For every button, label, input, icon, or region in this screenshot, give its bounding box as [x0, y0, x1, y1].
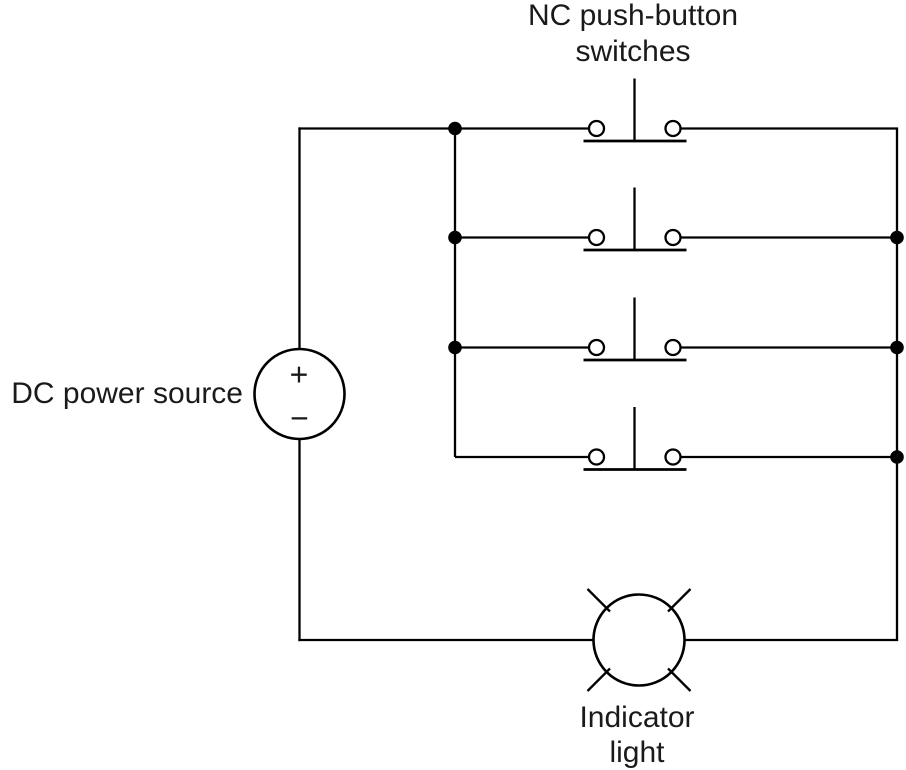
indicator-ray-bottom-right — [667, 667, 692, 692]
switch-contact-right — [664, 338, 682, 357]
switch-contact-left — [587, 338, 606, 357]
switch-contact-right — [664, 448, 682, 466]
plus-terminal-label: + — [290, 357, 309, 393]
minus-terminal-label: − — [290, 400, 309, 436]
indicator-light — [586, 588, 692, 692]
junction-dot-left — [448, 340, 462, 355]
switch-contact-right — [664, 119, 682, 138]
indicator-ray-top-left — [586, 588, 611, 613]
indicator-label-line2: light — [609, 736, 665, 769]
power-source-circle — [253, 347, 346, 441]
indicator-label-line1: Indicator — [579, 701, 694, 734]
switch-group-label-line1: NC push-button — [528, 0, 738, 32]
switch-contact-right — [664, 228, 682, 247]
junction-dot-left — [448, 121, 462, 136]
indicator-ray-top-right — [667, 588, 692, 613]
wiring — [298, 127, 899, 642]
switch-contact-left — [587, 228, 606, 247]
indicator-light-circle — [592, 593, 686, 687]
nc-switch-row-3 — [448, 297, 904, 362]
labels: NC push-button switches DC power source … — [11, 0, 738, 769]
power-source-label: DC power source — [11, 377, 243, 410]
indicator-ray-bottom-left — [586, 667, 611, 692]
junction-dot-right — [890, 450, 904, 464]
junction-dot-right — [890, 340, 904, 355]
power-source: + − — [253, 347, 346, 441]
nc-switch-row-4 — [455, 407, 904, 471]
junction-dot-right — [890, 230, 904, 245]
switch-contact-left — [587, 119, 606, 138]
nc-switch-row-1 — [298, 78, 899, 143]
switch-bank — [298, 78, 904, 471]
switch-group-label-line2: switches — [575, 35, 690, 68]
switch-contact-left — [587, 448, 606, 466]
junction-dot-left — [448, 230, 462, 245]
nc-switch-row-2 — [448, 187, 904, 252]
